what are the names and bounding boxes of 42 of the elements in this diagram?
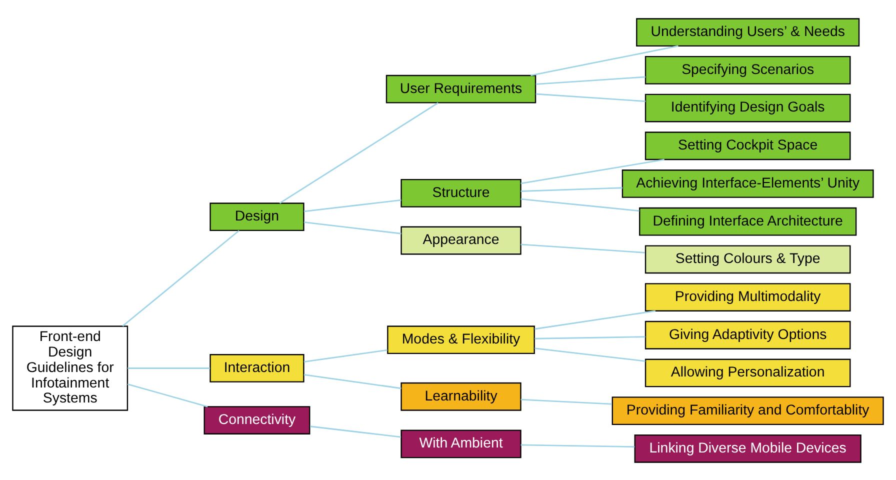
connector <box>534 347 646 362</box>
node-box: User Requirements <box>386 74 536 103</box>
node-box: Modes & Flexibility <box>387 325 535 354</box>
node-box: Setting Cockpit Space <box>644 131 851 160</box>
connector <box>310 425 402 438</box>
node-box: Giving Adaptivity Options <box>644 320 851 349</box>
node-box: Specifying Scenarios <box>644 55 851 84</box>
node-box: Identifying Design Goals <box>644 93 851 122</box>
connector <box>520 444 635 448</box>
connector <box>536 76 646 84</box>
connector <box>122 230 240 326</box>
node-box: Providing Familiarity and Comfortablity <box>612 396 884 425</box>
node-box: Front-end Design Guidelines for Infotainment Systems <box>12 325 128 410</box>
node-box: Understanding Users’ & Needs <box>636 18 860 46</box>
connector <box>534 310 656 330</box>
node-box: Appearance <box>400 226 522 254</box>
connector <box>304 348 388 362</box>
node-box: Connectivity <box>204 406 310 434</box>
connector <box>520 158 665 184</box>
node-box: Structure <box>400 178 522 207</box>
connector <box>534 336 646 339</box>
connector <box>536 92 646 102</box>
node-box: Providing Multimodality <box>644 282 851 311</box>
connector <box>304 198 402 212</box>
connector <box>127 382 208 407</box>
node-box: Achieving Interface-Elements’ Unity <box>622 169 874 198</box>
node-box: Design <box>210 202 304 231</box>
node-box: Defining Interface Architecture <box>639 206 857 236</box>
connector <box>520 198 640 212</box>
node-box: Linking Diverse Mobile Devices <box>634 434 862 462</box>
node-box: Allowing Personalization <box>644 358 851 387</box>
connector <box>279 102 438 204</box>
connector <box>520 186 622 192</box>
node-box: Setting Colours & Type <box>644 244 851 274</box>
connector <box>128 367 210 368</box>
node-box: With Ambient <box>400 429 522 458</box>
connector <box>520 398 612 404</box>
connector <box>304 221 402 234</box>
node-box: Learnability <box>400 382 522 410</box>
connector <box>520 243 646 253</box>
node-box: Interaction <box>210 354 304 382</box>
connector <box>304 373 402 389</box>
